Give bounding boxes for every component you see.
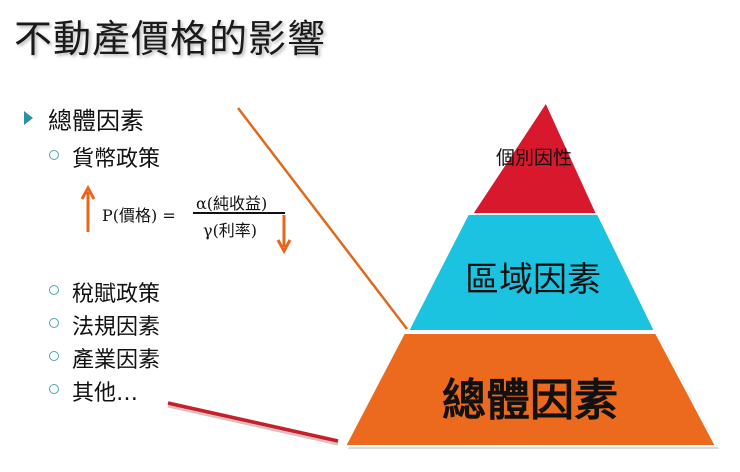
pyramid-tier-middle <box>406 213 657 332</box>
pyramid-label-middle: 區域因素 <box>465 260 601 300</box>
bullet-monetary-policy: 貨幣政策 <box>72 147 161 172</box>
connector-line-shadow <box>167 404 339 446</box>
arrow-up-icon <box>80 184 96 232</box>
formula-denominator: γ(利率) <box>203 221 258 240</box>
formula-lhs: P(價格) = <box>102 206 176 225</box>
pyramid-label-bottom: 總體因素 <box>442 375 618 426</box>
arrow-down-icon <box>276 215 292 255</box>
connector-line-orange <box>237 107 408 330</box>
bullet-tax-policy: 稅賦政策 <box>72 282 161 307</box>
pyramid-tier-bottom <box>343 332 718 447</box>
circle-outline-icon <box>49 351 59 361</box>
circle-outline-icon <box>49 384 59 394</box>
triangle-right-icon <box>24 111 33 125</box>
formula-fraction-line <box>193 212 285 214</box>
circle-outline-icon <box>49 285 59 295</box>
circle-outline-icon <box>49 150 59 160</box>
bullet-regulation: 法規因素 <box>72 315 161 340</box>
slide-title: 不動產價格的影響 <box>14 17 327 61</box>
connector-line-red <box>167 401 339 443</box>
circle-outline-icon <box>49 318 59 328</box>
bullet-level1: 總體因素 <box>48 107 144 135</box>
bullet-industry: 產業因素 <box>72 348 161 373</box>
bullet-other: 其他… <box>72 381 139 406</box>
pyramid-label-top: 個別因性 <box>495 147 572 169</box>
formula-numerator: α(純收益) <box>196 194 268 213</box>
